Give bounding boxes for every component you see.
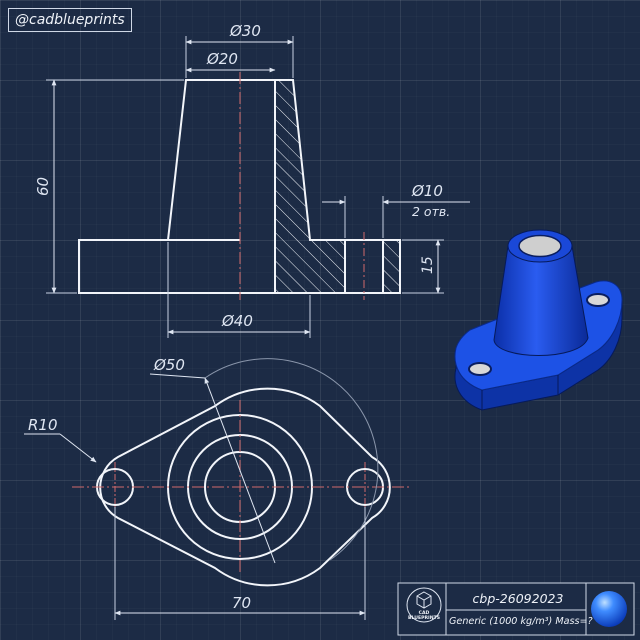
model-hole-left — [468, 362, 492, 376]
dim-arc-outer — [204, 358, 379, 561]
logo-ring — [406, 587, 442, 623]
label-radius: R10 — [28, 416, 58, 434]
label-flange-thickness: 15 — [420, 256, 436, 274]
label-hole: Ø10 — [411, 182, 443, 200]
logo-text-top: CAD — [418, 611, 430, 616]
logo-cube-icon — [416, 591, 432, 609]
drawing-code: cbp-26092023 — [472, 591, 564, 606]
label-hole-count: 2 отв. — [412, 204, 450, 219]
title-block — [397, 582, 635, 636]
dim-line-radius — [59, 433, 97, 463]
front-outline — [78, 79, 401, 294]
front-view: Ø30 Ø20 60 Ø10 2 отв. 15 Ø — [34, 22, 470, 338]
logo-text-bottom: BLUEPRINTS — [408, 616, 441, 621]
hatched-section-body — [275, 80, 345, 293]
label-height: 60 — [34, 177, 52, 196]
iso-model — [454, 229, 623, 411]
hatched-section-flange — [383, 240, 400, 293]
label-top-inner: Ø20 — [206, 50, 238, 68]
label-length: 70 — [232, 594, 251, 612]
material-info: Generic (1000 kg/m³) Mass=? — [449, 616, 593, 627]
label-base: Ø40 — [221, 312, 253, 330]
model-bore — [518, 234, 562, 258]
logo-text: CAD BLUEPRINTS — [408, 611, 440, 621]
model-cone — [493, 245, 589, 356]
label-top-outer: Ø30 — [229, 22, 261, 40]
model-hole-right — [586, 293, 610, 307]
material-sphere-icon — [591, 591, 627, 627]
label-outer: Ø50 — [153, 356, 185, 374]
dim-leader-outer — [149, 373, 206, 379]
top-view: Ø50 R10 70 — [24, 356, 410, 620]
dim-line-outer — [204, 377, 276, 564]
channel-handle: @cadblueprints — [8, 8, 132, 32]
